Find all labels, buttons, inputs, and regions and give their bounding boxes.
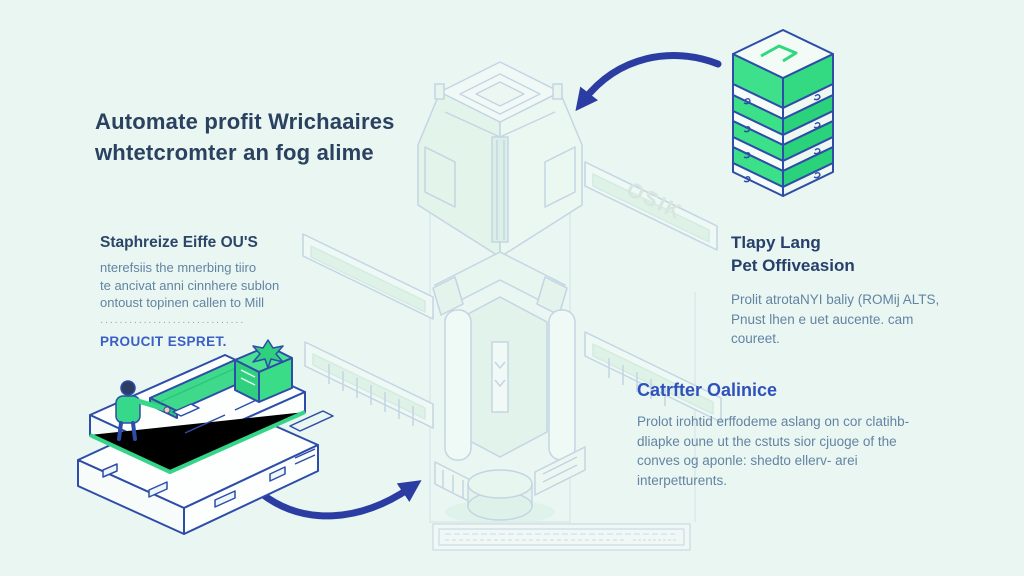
left-arm-upper [302,233,434,320]
right-top-heading-line-2: Pet Offiveasion [731,256,855,275]
left-arm-lower [304,341,434,429]
stack-bands [732,83,834,197]
machine-shoulders [432,251,568,316]
arrow-conveyor-to-machine [258,480,422,520]
central-machine-illustration: OSIK [302,61,722,551]
right-top-body-line: Prolit atrotaNYI baliy (ROMij ALTS, [731,292,940,307]
stack-clip-glyphs [743,94,821,183]
conveyor-illustration [77,339,334,535]
dotted-separator: ······························ [100,316,245,328]
worker-figure [115,380,200,441]
left-panel-body-line: ontoust topinen callen to Mill [100,295,265,310]
stack-lid-top [732,29,834,79]
right-bottom-body-line: conves og aponle: shedto ellerv- arei [637,453,858,468]
green-stack-illustration [732,29,834,197]
machine-cylinder [445,469,555,524]
machine-starburst [252,339,284,369]
deck-machine [234,339,293,403]
right-top-body-line: coureet. [731,331,780,346]
left-panel-body-line: te ancivat anni cinnhere sublon [100,277,280,293]
right-top-body-line: Pnust lhen e uet aucente. cam [731,311,914,327]
right-bottom-body-line: Prolot irohtid erffodeme aslang on cor c… [637,414,910,429]
right-top-heading-line-1: Tlapy Lang [731,233,821,252]
deck-tier [89,354,334,474]
right-bottom-heading: Catrfter Oalinice [637,380,778,400]
right-bottom-panel: Catrfter Oalinice Prolot irohtid erffode… [637,380,927,490]
headline: Automate profit Wrichaaires whtetcromter… [95,106,395,168]
left-panel: Staphreize Eiffe OU'S nterefsiis the mne… [100,234,300,349]
left-panel-link[interactable]: PROUCIT ESPRET. [100,333,227,349]
arrow-stack-to-machine [575,52,722,112]
right-bottom-body-line: interpetturents. [637,472,728,488]
headline-line-1: Automate profit Wrichaaires [95,109,395,134]
left-panel-heading: Staphreize Eiffe OU'S [100,234,258,251]
left-panel-body-line: nterefsiis the mnerbing tiiro [100,260,257,275]
right-arm-upper: OSIK [584,161,718,251]
machine-base-plate [432,523,691,551]
right-arm-lower [584,331,722,423]
right-top-panel: Tlapy Lang Pet Offiveasion Prolit atrota… [731,231,971,349]
headline-line-2: whtetcromter an fog alime [95,140,374,165]
machine-body [434,296,586,513]
right-bottom-body-line: dliapke oune ut the cstuts sior cjuoge o… [637,433,897,449]
machine-head [417,61,583,258]
